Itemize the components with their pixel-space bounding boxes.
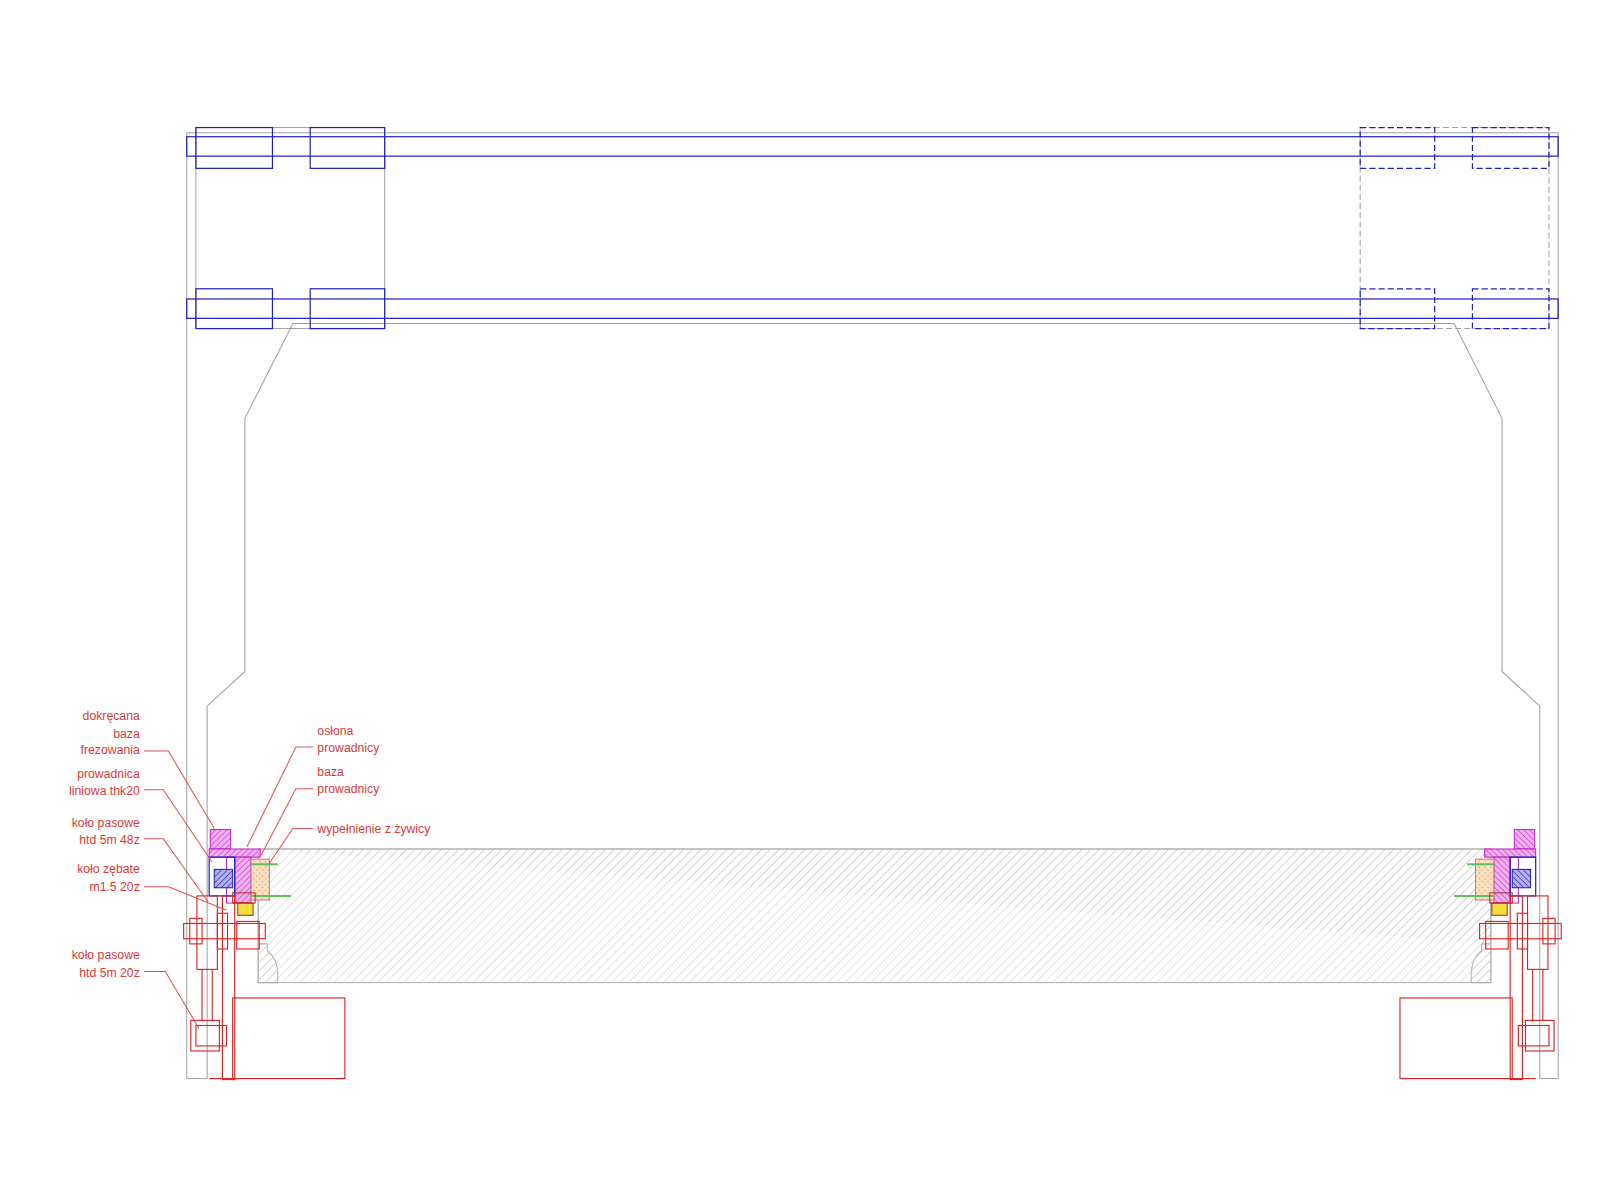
drive-mechanism xyxy=(184,830,345,1080)
part-callout: koło pasowe htd 5m 48z xyxy=(53,814,140,848)
part-callout: koło zębate m1.5 20z xyxy=(53,861,140,895)
table-body xyxy=(258,849,1491,983)
frame xyxy=(187,128,1558,1079)
part-callout: osłona prowadnicy xyxy=(317,722,388,756)
linear-rails xyxy=(187,128,1558,329)
part-callout: dokręcana baza frezowania xyxy=(63,708,140,759)
leader-lines xyxy=(144,747,313,1029)
part-callout: prowadnica liniowa thk20 xyxy=(48,765,140,799)
drive-mechanism-mirror xyxy=(1400,830,1561,1080)
part-callout: baza prowadnicy xyxy=(317,763,388,797)
table-section xyxy=(258,849,1491,983)
part-callout: wypełnienie z żywicy xyxy=(317,820,521,837)
part-callout: koło pasowe htd 5m 20z xyxy=(53,947,140,981)
